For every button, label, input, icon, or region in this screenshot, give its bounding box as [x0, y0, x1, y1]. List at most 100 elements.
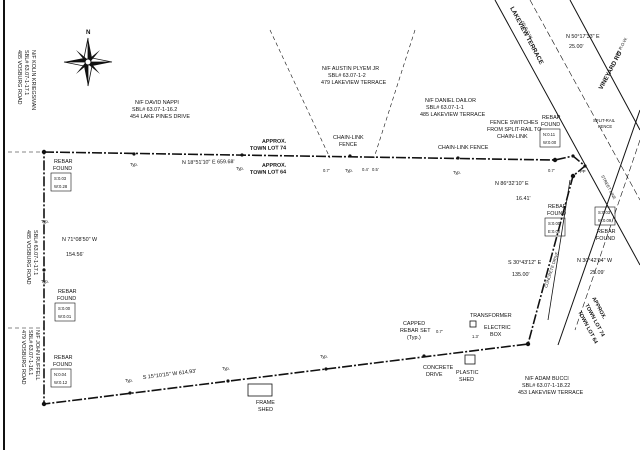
bearing-street-distance: 25.09' [590, 270, 605, 276]
svg-text:ELECTRIC: ELECTRIC [484, 325, 511, 331]
owner-plyem: N/F AUSTIN PLYEM JR SBL# 63.07-1-2 479 L… [321, 66, 387, 86]
svg-text:DRIVE: DRIVE [426, 372, 443, 378]
bearing-ne-b-distance: 16.41' [516, 196, 531, 202]
svg-text:479 LAKEVIEW TERRACE: 479 LAKEVIEW TERRACE [321, 80, 387, 86]
offset-d: 0.7' [548, 168, 555, 173]
svg-text:APPROX.: APPROX. [262, 163, 287, 169]
frame-shed-shape [247, 383, 273, 397]
typ-label-6: Typ. [41, 279, 49, 284]
bearing-west-distance: 154.56' [66, 252, 84, 258]
concrete-drive-label: CONCRETE DRIVE [423, 365, 454, 378]
offset-f: 1.3' [472, 334, 479, 339]
bearing-se-distance: 135.00' [512, 272, 530, 278]
svg-text:REBAR: REBAR [54, 159, 73, 165]
bearing-se: S 30°43'12" E [508, 260, 542, 266]
frame-shed-label: FRAME SHED [256, 400, 275, 413]
svg-text:S:0.03: S:0.03 [598, 210, 611, 215]
owner-dailor: N/F DANIEL DAILOR SBL# 63.07-1-1 485 LAK… [420, 98, 486, 118]
svg-text:FOUND: FOUND [547, 211, 566, 217]
svg-text:REBAR: REBAR [597, 229, 616, 235]
svg-text:W:0.00: W:0.00 [543, 140, 557, 145]
lakeview-road-centerline [529, 0, 640, 201]
compass-north-label: N [86, 29, 91, 36]
offset-c: 0.5' [372, 167, 379, 172]
svg-text:FOUND: FOUND [53, 362, 72, 368]
svg-text:CAPPED: CAPPED [403, 321, 425, 327]
svg-text:CHAIN-LINK: CHAIN-LINK [333, 135, 364, 141]
svg-text:W:0.01: W:0.01 [58, 314, 72, 319]
svg-text:485 LAKEVIEW TERRACE: 485 LAKEVIEW TERRACE [420, 112, 486, 118]
typ-label-3: Typ. [345, 168, 353, 173]
rebar-found-1: REBAR FOUND S:0.03 W:0.28 [50, 159, 73, 192]
road-vineyard-label: VINEYARD RO [598, 50, 624, 91]
transformer-icon [469, 320, 477, 328]
town-lot-right: APPROX. TOWN LOT 74 TOWN LOT 64 [576, 296, 607, 345]
typ-label-1: Typ. [130, 162, 138, 167]
svg-text:485 VOSBURG ROAD: 485 VOSBURG ROAD [25, 230, 31, 285]
svg-text:CONCRETE: CONCRETE [423, 365, 454, 371]
owner-bucci: N/F ADAM BUCCI SBL# 63.07-1-18.22 453 LA… [518, 376, 584, 396]
svg-text:N/F DAVID NAPPI: N/F DAVID NAPPI [135, 100, 179, 106]
svg-text:TOWN LOT 64: TOWN LOT 64 [250, 169, 286, 176]
svg-text:SBL# 63.07-1-18.22: SBL# 63.07-1-18.22 [522, 383, 570, 389]
rebar-found-4: REBAR FOUND N:0.11 W:0.00 [539, 115, 561, 148]
svg-text:FOUND: FOUND [596, 236, 615, 242]
svg-text:SBL# 63.07-1-1: SBL# 63.07-1-1 [426, 105, 464, 111]
lakeview-road-east-edge [569, 0, 640, 131]
svg-text:CHAIN-LINK: CHAIN-LINK [497, 134, 528, 140]
svg-text:N/F AUSTIN PLYEM JR: N/F AUSTIN PLYEM JR [322, 66, 379, 72]
svg-text:N/F DANIEL DAILOR: N/F DANIEL DAILOR [425, 98, 476, 104]
svg-text:REBAR: REBAR [54, 355, 73, 361]
capped-rebar-label: CAPPED REBAR SET (Typ.) [400, 321, 431, 341]
town-lot-upper: APPROX. TOWN LOT 74 [250, 139, 287, 152]
svg-text:FOUND: FOUND [53, 166, 72, 172]
bearing-ne-b: N 86°32'10" E [495, 181, 529, 187]
chain-link-fence-label-1: CHAIN-LINK FENCE [333, 135, 364, 148]
svg-text:BOX: BOX [490, 332, 502, 338]
svg-text:FENCE: FENCE [339, 142, 358, 148]
svg-text:REBAR SET: REBAR SET [400, 328, 431, 334]
town-lot-lower: APPROX. TOWN LOT 64 [250, 163, 287, 176]
svg-text:N/F KOLIN KRIEGSMAN: N/F KOLIN KRIEGSMAN [30, 50, 36, 110]
lot-line-plyem-east [373, 29, 416, 159]
svg-text:W:0.12: W:0.12 [54, 380, 68, 385]
svg-text:N/F JOHN RUFFELL: N/F JOHN RUFFELL [34, 330, 40, 380]
svg-text:479 VOSBURG ROAD: 479 VOSBURG ROAD [20, 330, 26, 385]
bearing-ne-a-distance: 25.00' [569, 44, 584, 50]
svg-text:SBL# 63.07-1-17.1: SBL# 63.07-1-17.1 [23, 50, 29, 95]
rebar-found-2: REBAR FOUND S:0.00 W:0.01 [54, 289, 77, 322]
svg-text:FENCE: FENCE [598, 124, 612, 129]
property-boundary [43, 151, 587, 405]
svg-text:TOWN LOT 74: TOWN LOT 74 [250, 145, 286, 152]
svg-text:S:0.00: S:0.00 [58, 306, 71, 311]
bearing-street: N 30°42'04" W [577, 258, 613, 264]
offset-b: 0.4' [362, 167, 369, 172]
svg-text:N:0.04: N:0.04 [54, 372, 67, 377]
plastic-shed-label: PLASTIC SHED [456, 370, 479, 383]
svg-text:W:0.28: W:0.28 [54, 184, 68, 189]
lot-line-plyem-west [269, 29, 331, 159]
svg-text:SBL# 63.07-1-2: SBL# 63.07-1-2 [328, 73, 366, 79]
bearing-north-line: N 18°51'10" E 659.68' [182, 159, 235, 166]
svg-text:485 VOSBURG ROAD: 485 VOSBURG ROAD [16, 50, 22, 105]
svg-text:SBL# 63.07-1-17.1: SBL# 63.07-1-17.1 [32, 230, 38, 275]
svg-text:PLASTIC: PLASTIC [456, 370, 479, 376]
svg-text:E:0.00: E:0.00 [548, 229, 561, 234]
svg-text:REBAR: REBAR [542, 115, 561, 121]
typ-label-4: Typ. [453, 170, 461, 175]
typ-label-5: Typ. [41, 219, 49, 224]
svg-text:SHED: SHED [459, 377, 474, 383]
rebar-found-3: REBAR FOUND N:0.04 W:0.12 [50, 355, 73, 388]
owner-left-upper: N/F KOLIN KRIEGSMAN SBL# 63.07-1-17.1 48… [16, 50, 36, 110]
owner-left-middle: SBL# 63.07-1-17.1 485 VOSBURG ROAD [25, 230, 38, 285]
typ-label-9: Typ. [320, 354, 328, 359]
owner-left-lower: N/F JOHN RUFFELL SBL# 63.07-1-16.1 479 V… [20, 330, 40, 385]
typ-label-8: Typ. [222, 366, 230, 371]
svg-text:REBAR: REBAR [58, 289, 77, 295]
pp-label: PP [580, 169, 586, 174]
plastic-shed-shape [464, 354, 476, 365]
svg-text:N/F ADAM BUCCI: N/F ADAM BUCCI [525, 376, 569, 382]
svg-text:W:0.09: W:0.09 [598, 218, 612, 223]
svg-text:454 LAKE PINES DRIVE: 454 LAKE PINES DRIVE [130, 114, 190, 120]
svg-text:APPROX.: APPROX. [262, 139, 287, 145]
